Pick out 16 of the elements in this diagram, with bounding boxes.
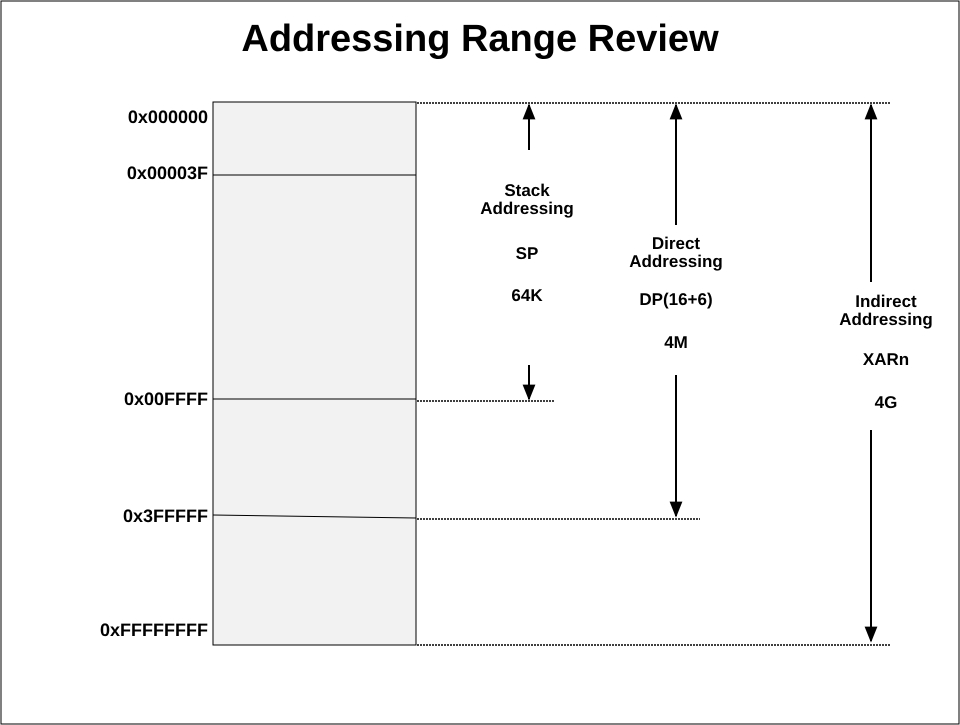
range-name: Direct Addressing	[628, 235, 724, 271]
address-label: 0x00FFFF	[124, 389, 208, 410]
address-label: 0xFFFFFFFF	[100, 620, 208, 641]
register-label: DP(16+6)	[638, 291, 714, 309]
address-label: 0x3FFFFF	[122, 506, 208, 527]
address-label: 0x00003F	[126, 163, 208, 184]
address-label: 0x000000	[128, 107, 208, 128]
register-label: SP	[514, 245, 540, 263]
range-size: 4M	[663, 334, 689, 352]
range-size: 64K	[510, 287, 544, 305]
range-size: 4G	[874, 394, 898, 412]
slide-title: Addressing Range Review	[240, 18, 720, 61]
range-name: Indirect Addressing	[838, 293, 934, 329]
range-name: Stack Addressing	[479, 182, 575, 218]
register-label: XARn	[862, 351, 910, 369]
memory-block	[212, 102, 416, 646]
